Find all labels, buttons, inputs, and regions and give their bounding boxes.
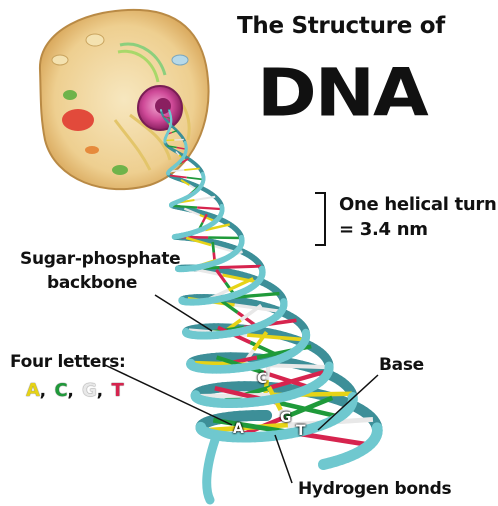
pair-letter-g: G [280, 410, 292, 426]
pair-letter-t: T [296, 423, 306, 439]
letters-legend: A, C, G, T [26, 380, 123, 401]
base-pair-half [187, 178, 204, 180]
helical-turn-label: One helical turn [339, 194, 497, 215]
base-label: Base [379, 355, 424, 375]
base-pair-half [195, 197, 216, 200]
helical-turn-bracket [315, 193, 325, 245]
hydrogen-bonds-leader-line [275, 435, 292, 483]
base-pair-half [184, 168, 199, 170]
letter-c: C [54, 380, 67, 401]
backbone-segment [323, 463, 329, 465]
base-pair-half [196, 395, 274, 396]
base-pair-half [208, 238, 241, 239]
title-line-1: The Structure of [237, 13, 445, 39]
base-pair-half [213, 242, 214, 252]
pair-letter-a: A [233, 421, 244, 437]
letter-a: A [26, 380, 40, 401]
four-letters-label: Four letters: [10, 352, 126, 372]
hydrogen-bonds-label: Hydrogen bonds [298, 479, 451, 499]
helical-turn-length: = 3.4 nm [339, 219, 428, 240]
letter-t: T [111, 380, 123, 401]
backbone-label-line-2: backbone [47, 273, 137, 293]
base-pair-half [220, 266, 261, 267]
title-dna: DNA [257, 54, 427, 131]
backbone-tail [207, 440, 215, 500]
base-pair-half [197, 208, 222, 210]
letter-g: G [82, 380, 96, 401]
pair-letter-c: C [257, 371, 267, 387]
backbone-label-line-1: Sugar-phosphate [20, 249, 180, 269]
